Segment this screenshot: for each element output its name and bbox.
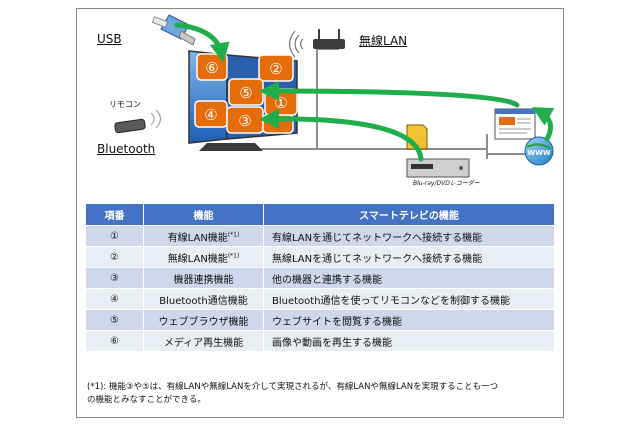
row-function-name: メディア再生機能 [143,330,264,352]
tile-4-label: ④ [204,106,217,124]
usb-device-icon [151,14,196,46]
arrow-recorder-to-tile3 [259,108,424,162]
www-label: WWW [527,149,550,157]
table-row: ② 無線LAN機能(*1) 無線LANを通じてネットワークへ接続する機能 [85,246,555,268]
row-function-name: 有線LAN機能(*1) [143,225,264,247]
remote-control-icon [114,109,161,134]
row-function-name: ウェブブラウザ機能 [143,309,264,331]
row-number: ③ [85,267,144,289]
footnote: (*1): 機能③や⑤は、有線LANや無線LANを介して実現されるが、有線LAN… [87,381,557,407]
header-smart-tv-function: スマートテレビの機能 [263,203,555,226]
smart-tv-diagram: ⑥ ② ⑤ ① ④ ③ [77,9,565,199]
header-item-number: 項番 [85,203,144,226]
tile-3-label: ③ [238,112,251,130]
functions-table: 項番 機能 スマートテレビの機能 ① 有線LAN機能(*1) 有線LANを通じて… [85,203,555,352]
row-number: ⑤ [85,309,144,331]
footnote-marker: (*1) [227,231,240,239]
arrow-usb-to-tile6 [174,22,230,63]
row-function-name: 無線LAN機能(*1) [143,246,264,268]
tile-5-label: ⑤ [239,84,252,102]
row-description: ウェブサイトを閲覧する機能 [263,309,555,331]
wifi-router-icon [288,29,345,58]
remote-label: リモコン [109,100,141,109]
table-row: ① 有線LAN機能(*1) 有線LANを通じてネットワークへ接続する機能 [85,225,555,247]
footnote-marker: (*1) [227,252,240,260]
figure-frame: ⑥ ② ⑤ ① ④ ③ [76,8,564,418]
row-number: ⑥ [85,330,144,352]
diagram-svg: ⑥ ② ⑤ ① ④ ③ [114,14,555,178]
row-number: ④ [85,288,144,310]
table-row: ③ 機器連携機能 他の機器と連携する機能 [85,267,555,289]
tile-6-label: ⑥ [205,59,218,77]
table-row: ⑤ ウェブブラウザ機能 ウェブサイトを閲覧する機能 [85,309,555,331]
footnote-line-1: (*1): 機能③や⑤は、有線LANや無線LANを介して実現されるが、有線LAN… [87,382,499,392]
table-row: ⑥ メディア再生機能 画像や動画を再生する機能 [85,330,555,352]
arrow-globe-to-browser [532,107,555,142]
row-number: ② [85,246,144,268]
recorder-label: Blu-ray/DVDレコーダー [413,180,480,187]
globe-www-icon: WWW [524,136,554,166]
row-number: ① [85,225,144,247]
bluetooth-label: Bluetooth [97,142,156,156]
row-description: 画像や動画を再生する機能 [263,330,555,352]
row-description: 無線LANを通じてネットワークへ接続する機能 [263,246,555,268]
row-function-name: 機器連携機能 [143,267,264,289]
usb-label: USB [97,32,122,46]
row-function-name: Bluetooth通信機能 [143,288,264,310]
wireless-lan-label: 無線LAN [359,34,408,48]
tile-2 [258,54,294,82]
footnote-line-2: の機能とみなすことができる。 [87,395,206,405]
browser-window-icon [494,108,536,140]
connection-arrows [174,22,555,162]
header-function: 機能 [143,203,264,226]
table-row: ④ Bluetooth通信機能 Bluetooth通信を使ってリモコンなどを制御… [85,288,555,310]
table-header-row: 項番 機能 スマートテレビの機能 [85,203,555,226]
row-description: Bluetooth通信を使ってリモコンなどを制御する機能 [263,288,555,310]
tile-2-label: ② [269,60,282,78]
row-description: 有線LANを通じてネットワークへ接続する機能 [263,225,555,247]
row-description: 他の機器と連携する機能 [263,267,555,289]
tile-1-label: ① [274,94,287,112]
recorder-icon [406,158,470,178]
arrow-browser-to-tile5 [259,81,520,108]
